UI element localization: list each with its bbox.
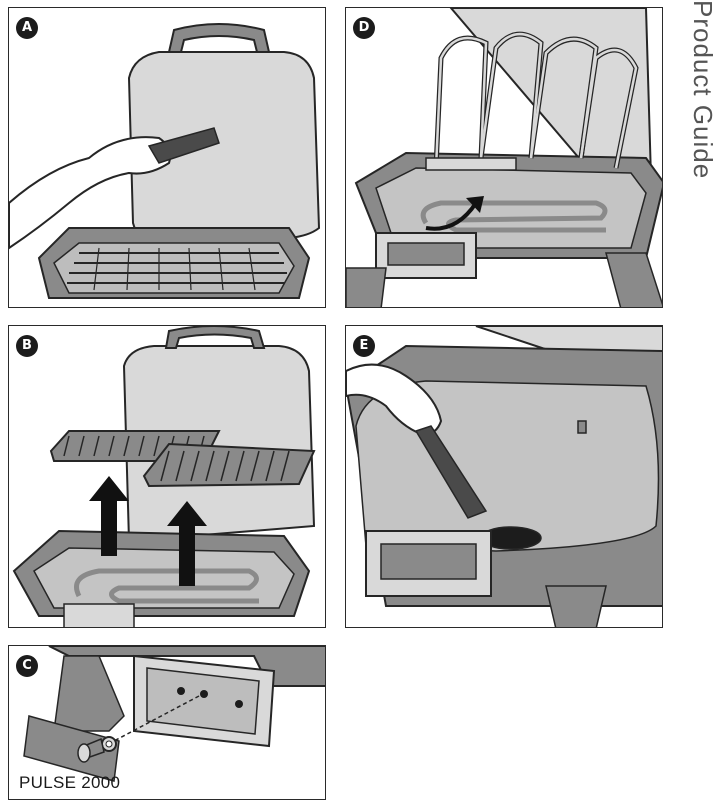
illustration-brush-lid — [9, 23, 321, 299]
illustration-scrape-cookbox — [346, 326, 662, 627]
panel-e: E — [345, 325, 663, 628]
panel-a: A — [8, 7, 326, 308]
panel-c-badge: C — [16, 655, 38, 677]
panel-e-badge: E — [353, 335, 375, 357]
model-label: PULSE 2000 — [19, 773, 121, 792]
illustration-remove-screw — [23, 646, 325, 782]
illustration-remove-grates — [12, 326, 316, 627]
side-title: Product Guide — [688, 0, 717, 180]
panel-b: B — [8, 325, 326, 628]
panel-a-badge: A — [16, 17, 38, 39]
panel-d-badge: D — [353, 17, 375, 39]
panel-b-badge: B — [16, 335, 38, 357]
panel-d: D — [345, 7, 663, 308]
illustration-lift-element — [346, 8, 662, 307]
panel-c: C PULSE 2000 — [8, 645, 326, 800]
